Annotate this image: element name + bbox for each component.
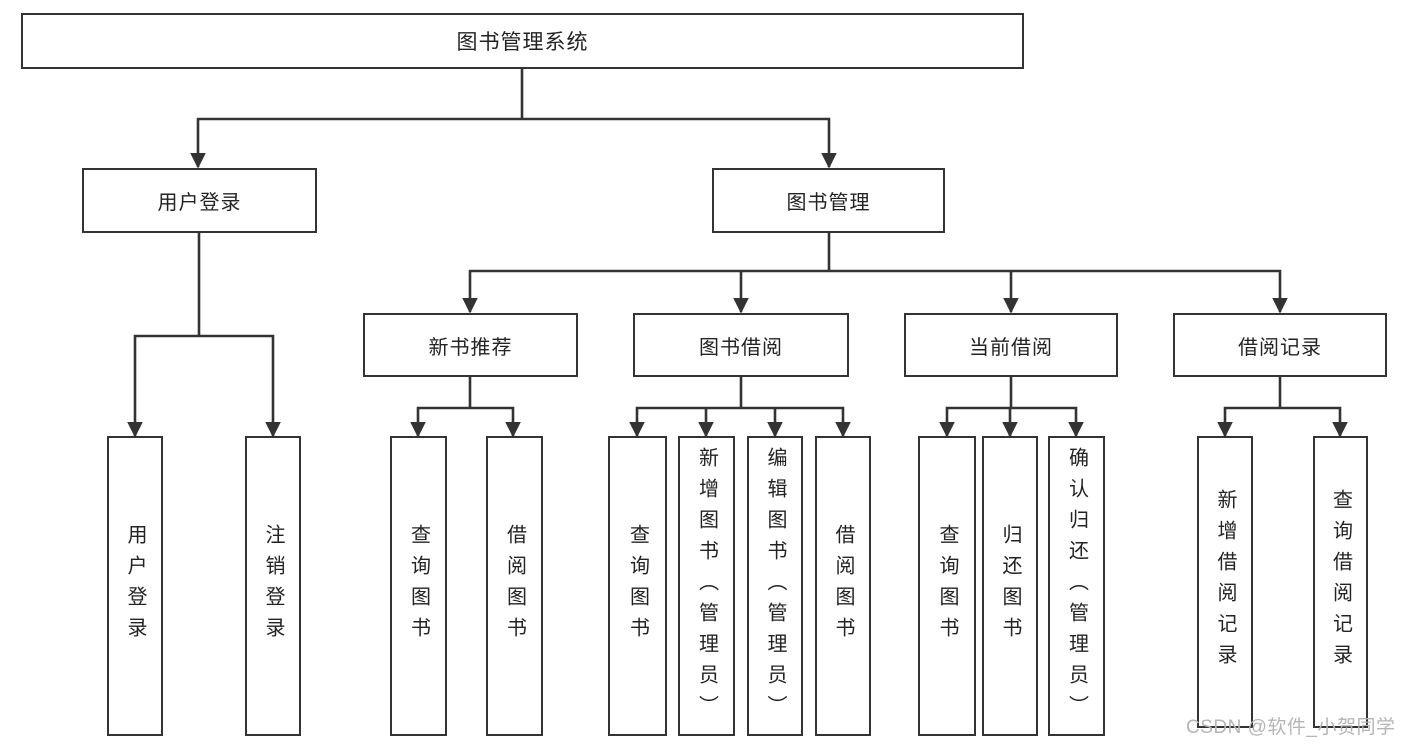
node-leaf-query-borrow-record: 查询借阅记录 xyxy=(1313,436,1368,728)
node-current-borrowing: 当前借阅 xyxy=(904,313,1118,377)
node-leaf-user-login-label: 用户登录 xyxy=(124,524,146,648)
node-leaf-user-login: 用户登录 xyxy=(107,436,163,736)
node-leaf-return-book: 归还图书 xyxy=(982,436,1038,736)
node-root-library-system: 图书管理系统 xyxy=(21,13,1024,69)
node-leaf-query-books-recommend-label: 查询图书 xyxy=(407,524,430,648)
node-leaf-confirm-return-admin: 确认归还（管理员） xyxy=(1048,436,1105,736)
node-leaf-query-books-recommend: 查询图书 xyxy=(390,436,447,736)
node-leaf-edit-book-admin: 编辑图书（管理员） xyxy=(747,436,803,736)
node-leaf-borrow-books-recommend: 借阅图书 xyxy=(486,436,543,736)
node-book-borrowing: 图书借阅 xyxy=(633,313,849,377)
node-borrowing-records-label: 借阅记录 xyxy=(1238,336,1322,359)
node-leaf-borrow-books-borrowing-label: 借阅图书 xyxy=(832,524,854,648)
node-book-management-branch-label: 图书管理 xyxy=(786,192,871,214)
node-leaf-query-borrow-record-label: 查询借阅记录 xyxy=(1329,489,1352,675)
node-current-borrowing-label: 当前借阅 xyxy=(969,336,1053,359)
node-leaf-query-books-current: 查询图书 xyxy=(918,436,976,736)
node-leaf-logout: 注销登录 xyxy=(245,436,301,736)
node-leaf-edit-book-admin-label: 编辑图书（管理员） xyxy=(764,446,786,726)
node-leaf-add-borrow-record-label: 新增借阅记录 xyxy=(1214,489,1236,675)
node-leaf-logout-label: 注销登录 xyxy=(262,524,284,648)
node-new-book-recommend-label: 新书推荐 xyxy=(428,336,513,359)
node-user-login-branch: 用户登录 xyxy=(82,168,317,233)
node-leaf-borrow-books-borrowing: 借阅图书 xyxy=(815,436,871,736)
node-leaf-add-borrow-record: 新增借阅记录 xyxy=(1197,436,1253,728)
node-leaf-query-books-current-label: 查询图书 xyxy=(936,524,958,648)
node-leaf-query-books-borrowing-label: 查询图书 xyxy=(626,524,649,648)
node-book-borrowing-label: 图书借阅 xyxy=(699,336,783,359)
node-book-management-branch: 图书管理 xyxy=(712,168,945,233)
node-borrowing-records: 借阅记录 xyxy=(1173,313,1387,377)
node-new-book-recommend: 新书推荐 xyxy=(363,313,578,377)
node-user-login-branch-label: 用户登录 xyxy=(157,192,242,214)
node-leaf-add-book-admin-label: 新增图书（管理员） xyxy=(695,446,718,726)
node-leaf-query-books-borrowing: 查询图书 xyxy=(608,436,667,736)
node-leaf-return-book-label: 归还图书 xyxy=(999,524,1021,648)
node-leaf-add-book-admin: 新增图书（管理员） xyxy=(678,436,735,736)
node-leaf-confirm-return-admin-label: 确认归还（管理员） xyxy=(1065,446,1088,726)
csdn-watermark: CSDN @软件_小贺同学 xyxy=(1186,717,1396,738)
node-leaf-borrow-books-recommend-label: 借阅图书 xyxy=(503,524,526,648)
node-root-label: 图书管理系统 xyxy=(456,31,589,54)
